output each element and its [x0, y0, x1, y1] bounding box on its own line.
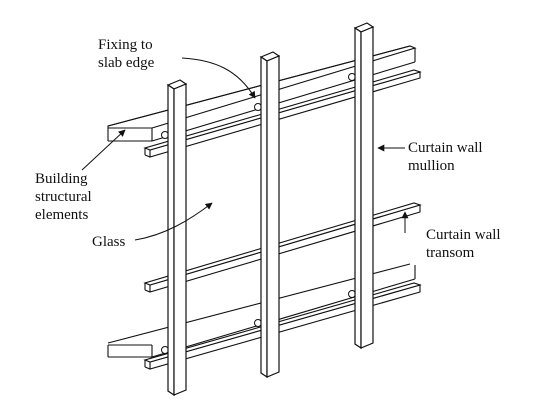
leader-building — [81, 129, 126, 171]
label-mullion: Curtain wall mullion — [408, 139, 483, 175]
leader-glass — [134, 202, 213, 241]
label-building-line-2: structural — [35, 189, 92, 205]
label-transom-line-1: Curtain wall — [426, 227, 501, 243]
fixing-points — [161, 73, 356, 354]
label-mullion-line-2: mullion — [408, 158, 455, 174]
label-glass-line-1: Glass — [92, 234, 126, 250]
label-mullion-line-1: Curtain wall — [408, 140, 483, 156]
label-transom: Curtain wall transom — [426, 226, 501, 262]
transom-top — [143, 69, 422, 158]
leader-fixing — [181, 57, 256, 99]
label-transom-line-2: transom — [426, 245, 475, 261]
label-building-line-3: elements — [35, 207, 89, 223]
mullion-right — [353, 22, 375, 350]
label-building-line-1: Building — [35, 171, 88, 187]
mullion-middle — [259, 51, 281, 379]
label-fixing-line-1: Fixing to — [98, 37, 153, 53]
label-building: Building structural elements — [35, 170, 92, 224]
mullion-left — [166, 79, 188, 397]
transom-bottom — [143, 282, 422, 370]
label-glass: Glass — [92, 233, 125, 251]
label-fixing: Fixing to slab edge — [98, 36, 154, 72]
transom-middle — [143, 202, 422, 293]
label-fixing-line-2: slab edge — [98, 55, 155, 71]
leader-lines — [81, 57, 409, 241]
